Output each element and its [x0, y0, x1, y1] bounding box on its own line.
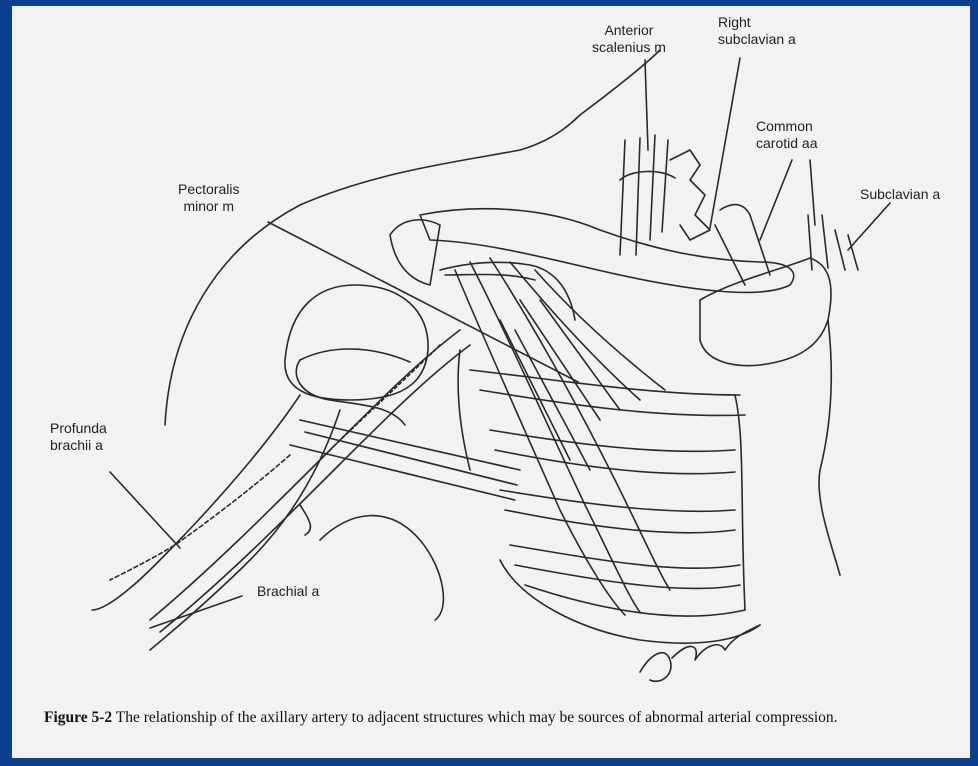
caption-text: The relationship of the axillary artery …: [116, 709, 838, 726]
arm-lower-contour: [150, 410, 340, 650]
humeral-head: [285, 285, 428, 400]
artist-signature: [640, 625, 760, 681]
label-pectoralis-minor: Pectoralis minor m: [178, 181, 239, 215]
right-subclavian-artery: [670, 150, 710, 240]
pectoralis-minor-muscle: [455, 270, 625, 615]
leader-anterior-scalenius: [645, 60, 648, 150]
clavicle: [420, 209, 794, 293]
leader-pectoralis-minor: [268, 222, 578, 382]
arm-upper-contour: [92, 395, 300, 610]
label-profunda-brachii: Profunda brachii a: [50, 420, 107, 454]
neck-outline: [580, 50, 660, 115]
leader-subclavian: [848, 203, 890, 250]
leader-common-carotid: [760, 160, 792, 240]
label-right-subclavian: Right subclavian a: [718, 14, 796, 48]
figure-caption: Figure 5-2 The relationship of the axill…: [44, 708, 964, 727]
common-carotid-arteries: [715, 205, 770, 285]
leader-right-subclavian: [710, 58, 740, 228]
label-anterior-scalenius: Anterior scalenius m: [592, 22, 666, 56]
leader-profunda-brachii: [110, 472, 180, 548]
shoulder-outline: [165, 115, 580, 425]
anterior-scalene-muscle: [620, 135, 668, 255]
label-common-carotid: Common carotid aa: [756, 118, 817, 152]
sternum: [700, 258, 831, 366]
caption-number: Figure 5-2: [44, 709, 112, 726]
label-brachial: Brachial a: [257, 583, 319, 600]
label-subclavian: Subclavian a: [860, 186, 940, 203]
